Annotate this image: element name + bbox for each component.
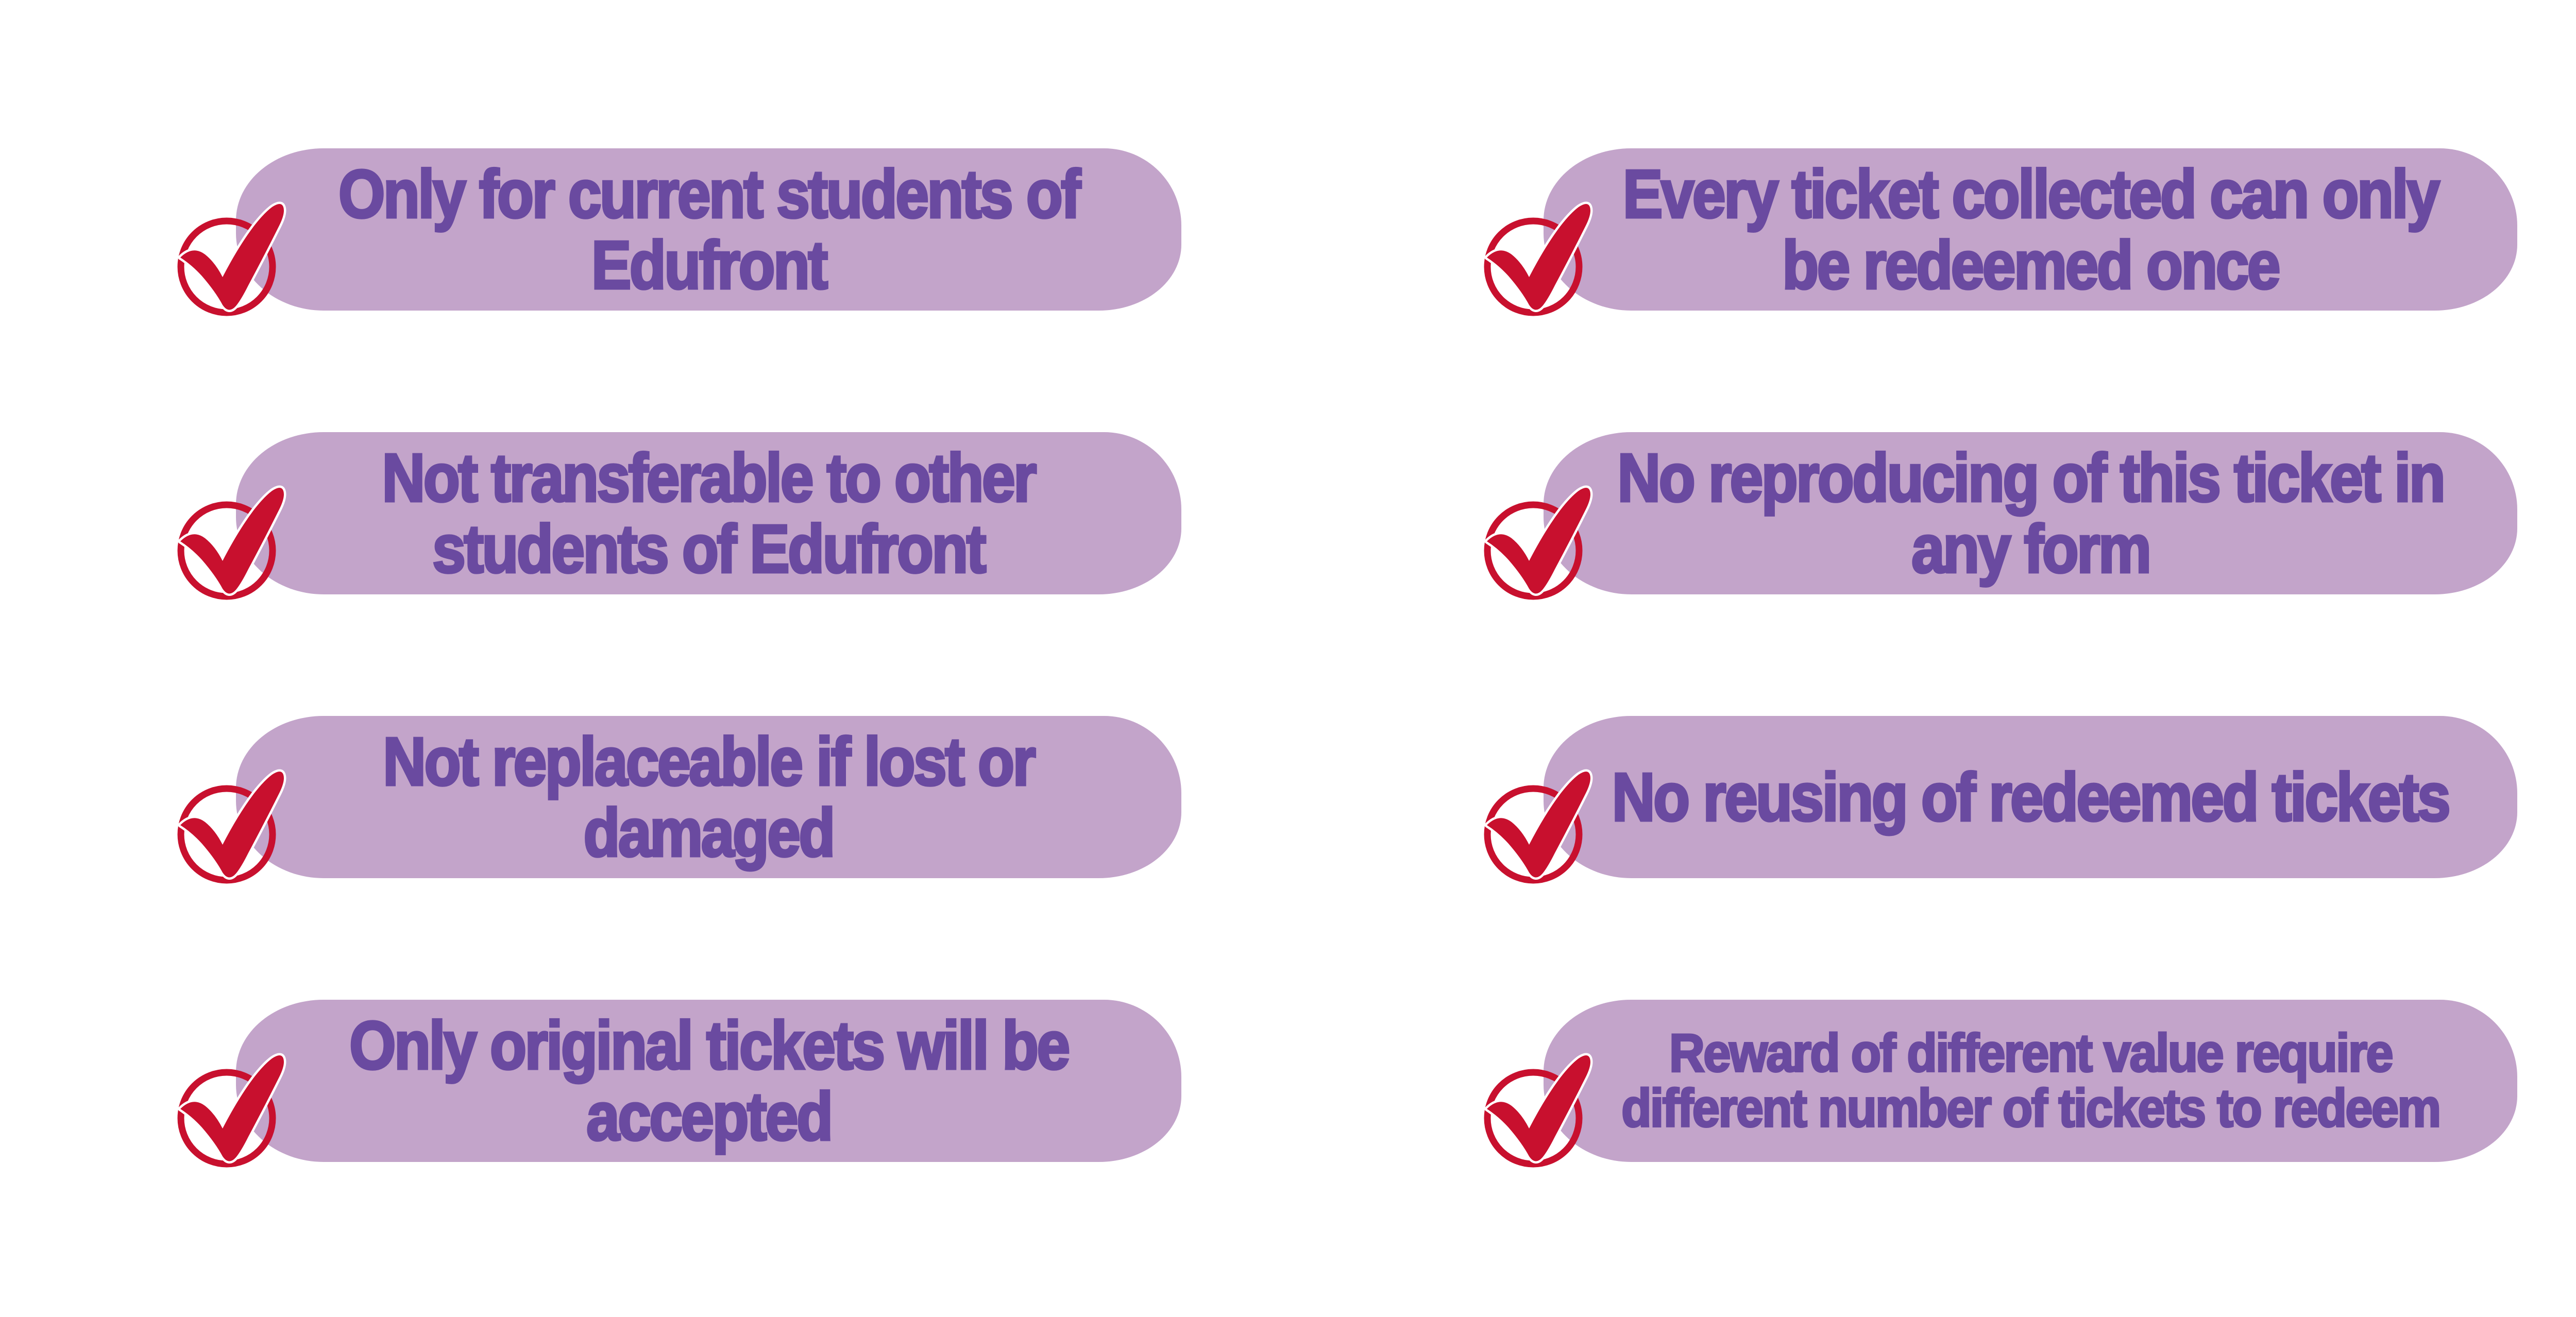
rule-text-line: any form [1910, 510, 2153, 587]
check-icon [1484, 1053, 1593, 1168]
rule-text-line: students of Edufront [431, 510, 988, 587]
rule-text-line: Every ticket collected can only [1622, 156, 2441, 232]
rule-text: No reusing of redeemed tickets [1611, 759, 2452, 835]
check-icon [177, 769, 286, 884]
rule-text: Only for current students of Edufront [337, 156, 1082, 303]
rule-text: No reproducing of this ticket in any for… [1616, 440, 2447, 587]
rule-pill: Only for current students of Edufront [236, 148, 1181, 311]
rule-text-line: Edufront [590, 227, 829, 303]
rule-pill: Reward of different value require differ… [1544, 1000, 2517, 1162]
rule-text: Only original tickets will be accepted [348, 1007, 1071, 1154]
rule-pill: No reusing of redeemed tickets [1544, 716, 2517, 878]
rule-text-line: Not replaceable if lost or [382, 724, 1037, 800]
rule-pill: Not replaceable if lost or damaged [236, 716, 1181, 878]
rule-text-line: Not transferable to other [381, 440, 1038, 516]
rule-pill: Only original tickets will be accepted [236, 1000, 1181, 1162]
rule-text: Not transferable to other students of Ed… [381, 440, 1038, 587]
rule-text-line: Only for current students of [337, 156, 1082, 232]
check-icon [177, 485, 286, 600]
check-icon [1484, 769, 1593, 884]
rule-text-line: accepted [585, 1078, 834, 1154]
check-icon [177, 1053, 286, 1168]
rule-text: Reward of different value require differ… [1620, 1023, 2442, 1138]
rule-text: Not replaceable if lost or damaged [382, 724, 1037, 870]
check-icon [177, 201, 286, 316]
rule-text-line: Only original tickets will be [348, 1007, 1071, 1084]
rule-text-line: No reusing of redeemed tickets [1611, 759, 2452, 835]
rule-text-line: different number of tickets to redeem [1620, 1078, 2442, 1138]
rule-pill: No reproducing of this ticket in any for… [1544, 432, 2517, 594]
rule-text-line: No reproducing of this ticket in [1616, 440, 2447, 516]
rule-pill: Not transferable to other students of Ed… [236, 432, 1181, 594]
check-icon [1484, 485, 1593, 600]
rule-pill: Every ticket collected can only be redee… [1544, 148, 2517, 311]
rule-text: Every ticket collected can only be redee… [1622, 156, 2441, 303]
check-icon [1484, 201, 1593, 316]
rule-text-line: damaged [583, 794, 837, 870]
rule-text-line: be redeemed once [1781, 227, 2282, 303]
rule-text-line: Reward of different value require [1668, 1023, 2394, 1084]
